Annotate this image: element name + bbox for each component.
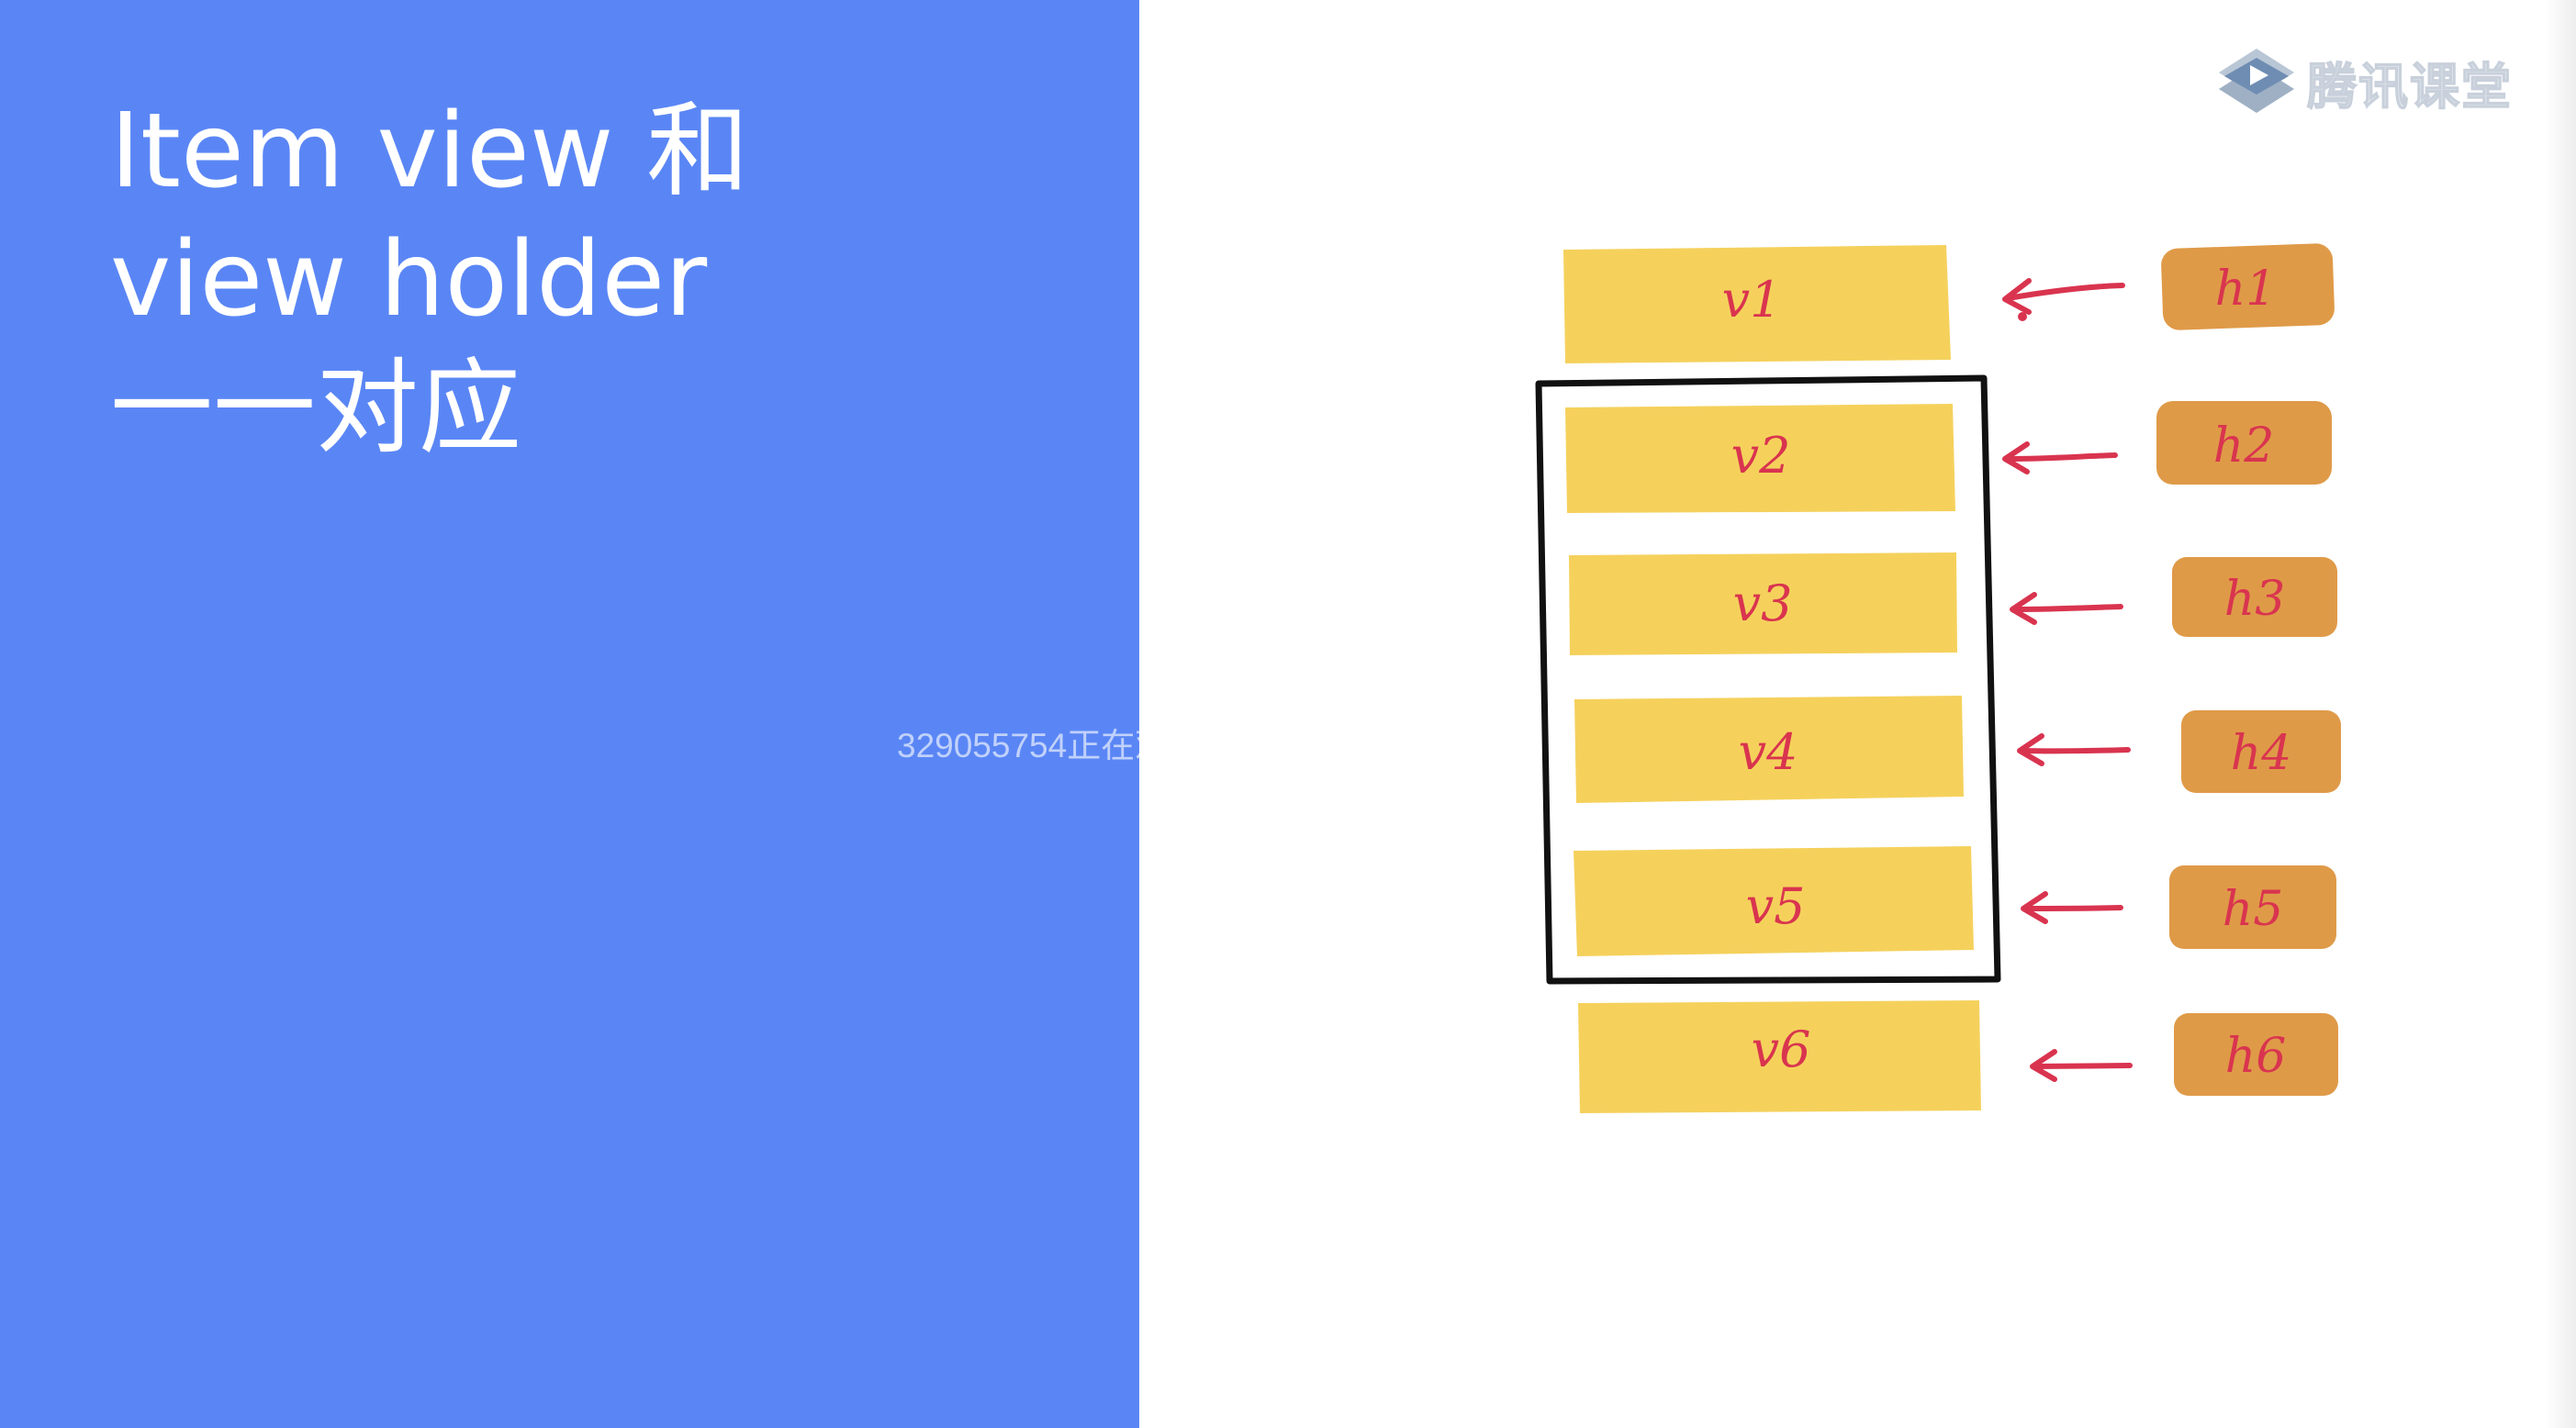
view-label-v2: v2: [1731, 427, 1791, 485]
live-viewer-notice: 329055754正在观看直播: [897, 727, 1271, 764]
holder-label-h4: h4: [2231, 726, 2292, 781]
arrow-h1-to-v1: [2002, 278, 2125, 321]
brand-watermark: 腾讯课堂: [2215, 44, 2513, 119]
holder-label-h2: h2: [2213, 418, 2275, 474]
arrow-h2-to-v2: [2002, 441, 2118, 474]
view-label-v5: v5: [1746, 877, 1806, 935]
recyclerview-visible-window: [1535, 374, 2001, 985]
view-box-v6: v6: [1578, 1000, 1981, 1113]
holder-box-h2: h2: [2156, 401, 2332, 485]
arrow-h5-to-v5: [2021, 891, 2123, 924]
holder-label-h5: h5: [2223, 882, 2284, 937]
arrow-h4-to-v4: [2017, 733, 2131, 766]
view-label-v1: v1: [1722, 271, 1782, 329]
holder-box-h4: h4: [2181, 710, 2341, 793]
slide-title: Item view 和 view holder 一一对应: [110, 87, 749, 473]
title-line-1: Item view 和: [110, 92, 750, 211]
view-box-v1: v1: [1563, 245, 1951, 363]
holder-arrows: [2002, 278, 2133, 1082]
holder-box-h1: h1: [2161, 243, 2335, 330]
holder-label-h1: h1: [2215, 262, 2277, 317]
holder-box-h3: h3: [2172, 557, 2337, 637]
page-edge-shadow: [2545, 0, 2576, 1428]
view-box-v3: v3: [1569, 552, 1957, 655]
holder-box-h6: h6: [2174, 1013, 2338, 1096]
view-box-v2: v2: [1565, 404, 1955, 513]
holder-label-h6: h6: [2225, 1029, 2287, 1084]
view-box-v5: v5: [1574, 846, 1974, 956]
diagram-panel: [1139, 0, 2576, 1428]
arrow-h3-to-v3: [2010, 592, 2123, 625]
view-label-v4: v4: [1739, 723, 1798, 781]
view-box-v4: v4: [1574, 696, 1964, 803]
brand-name: 腾讯课堂: [2306, 57, 2513, 117]
play-logo-icon: [2219, 49, 2294, 113]
view-label-v3: v3: [1733, 575, 1793, 632]
title-panel: Item view 和 view holder 一一对应: [0, 0, 1139, 1428]
holder-label-h3: h3: [2224, 572, 2286, 627]
arrow-h6-to-v6: [2030, 1049, 2133, 1082]
title-line-2: view holder: [110, 220, 708, 340]
title-line-3: 一一对应: [110, 349, 521, 468]
view-label-v6: v6: [1752, 1021, 1811, 1078]
holder-box-h5: h5: [2169, 865, 2336, 949]
